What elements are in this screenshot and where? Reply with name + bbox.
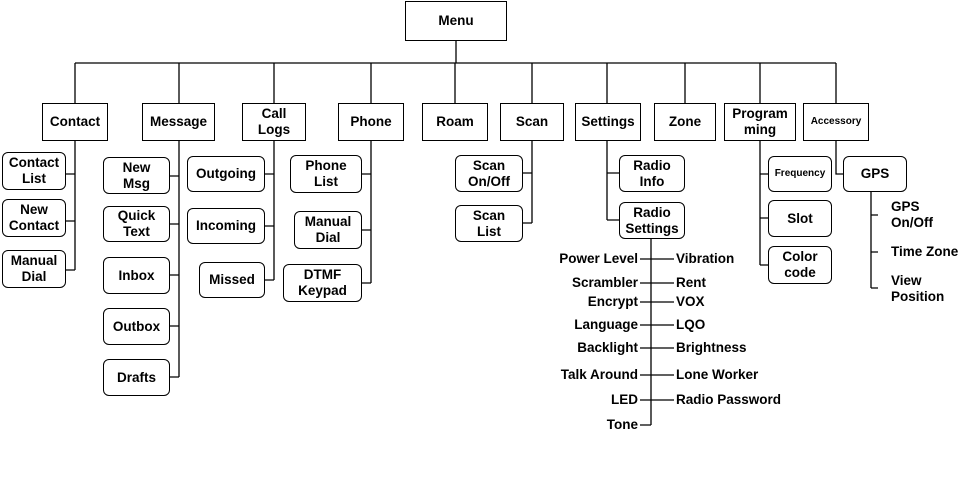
new-contact-node: New Contact	[2, 199, 66, 237]
top-node-call-logs: Call Logs	[242, 103, 306, 141]
dtmf-keypad-node: DTMF Keypad	[283, 264, 362, 302]
settings-branch	[606, 140, 619, 221]
encrypt-label: Encrypt	[587, 294, 638, 309]
top-node-phone: Phone	[338, 103, 404, 141]
gps-on-off-label: GPS On/Off	[891, 199, 933, 230]
incoming-node: Incoming	[187, 208, 265, 244]
top-node-roam: Roam	[422, 103, 488, 141]
drafts-node: Drafts	[103, 359, 170, 396]
top-node-programming: Program ming	[724, 103, 796, 141]
quick-text-node: Quick Text	[103, 206, 170, 242]
contact-branch	[66, 140, 76, 271]
manual-dial-node: Manual Dial	[2, 250, 66, 288]
top-node-contact: Contact	[42, 103, 108, 141]
outbox-node: Outbox	[103, 308, 170, 345]
top-node-scan: Scan	[500, 103, 564, 141]
scan-on-off-node: Scan On/Off	[455, 155, 523, 192]
scan-branch	[523, 140, 533, 224]
led-label: LED	[611, 392, 638, 407]
slot-node: Slot	[768, 200, 832, 237]
root-connectors	[74, 41, 837, 103]
top-node-message: Message	[142, 103, 215, 141]
outgoing-node: Outgoing	[187, 156, 265, 192]
radio-password-label: Radio Password	[676, 392, 782, 407]
frequency-node: Frequency	[768, 156, 832, 192]
vox-label: VOX	[676, 294, 705, 309]
phone-branch	[362, 140, 372, 284]
missed-node: Missed	[199, 262, 265, 298]
tone-label: Tone	[606, 417, 638, 432]
contact-list-node: Contact List	[2, 152, 66, 190]
top-node-accessory: Accessory	[803, 103, 869, 141]
gps-node: GPS	[843, 156, 907, 192]
view-position-label: View Position	[891, 273, 945, 304]
phone-manual-dial-node: Manual Dial	[294, 211, 362, 249]
programming-branch	[759, 140, 768, 266]
language-label: Language	[574, 317, 638, 332]
top-node-zone: Zone	[654, 103, 716, 141]
talk-around-label: Talk Around	[560, 367, 638, 382]
radio-info-node: Radio Info	[619, 155, 685, 192]
radio-settings-node: Radio Settings	[619, 202, 685, 239]
scan-list-node: Scan List	[455, 205, 523, 242]
backlight-label: Backlight	[577, 340, 638, 355]
power-level-label: Power Level	[559, 251, 638, 266]
gps-branch	[870, 192, 878, 289]
inbox-node: Inbox	[103, 257, 170, 294]
accessory-branch	[835, 140, 843, 175]
lqo-label: LQO	[676, 317, 706, 332]
time-zone-label: Time Zone	[891, 244, 959, 259]
vibration-label: Vibration	[676, 251, 735, 266]
lone-worker-label: Lone Worker	[676, 367, 759, 382]
menu-root-node: Menu	[405, 1, 507, 41]
call-logs-branch	[265, 140, 275, 281]
new-msg-node: New Msg	[103, 157, 170, 194]
radio-settings-branch	[640, 238, 674, 426]
top-node-settings: Settings	[575, 103, 641, 141]
rent-label: Rent	[676, 275, 706, 290]
message-branch	[170, 140, 180, 378]
color-code-node: Color code	[768, 246, 832, 284]
phone-list-node: Phone List	[290, 155, 362, 193]
scrambler-label: Scrambler	[571, 275, 638, 290]
brightness-label: Brightness	[676, 340, 747, 355]
